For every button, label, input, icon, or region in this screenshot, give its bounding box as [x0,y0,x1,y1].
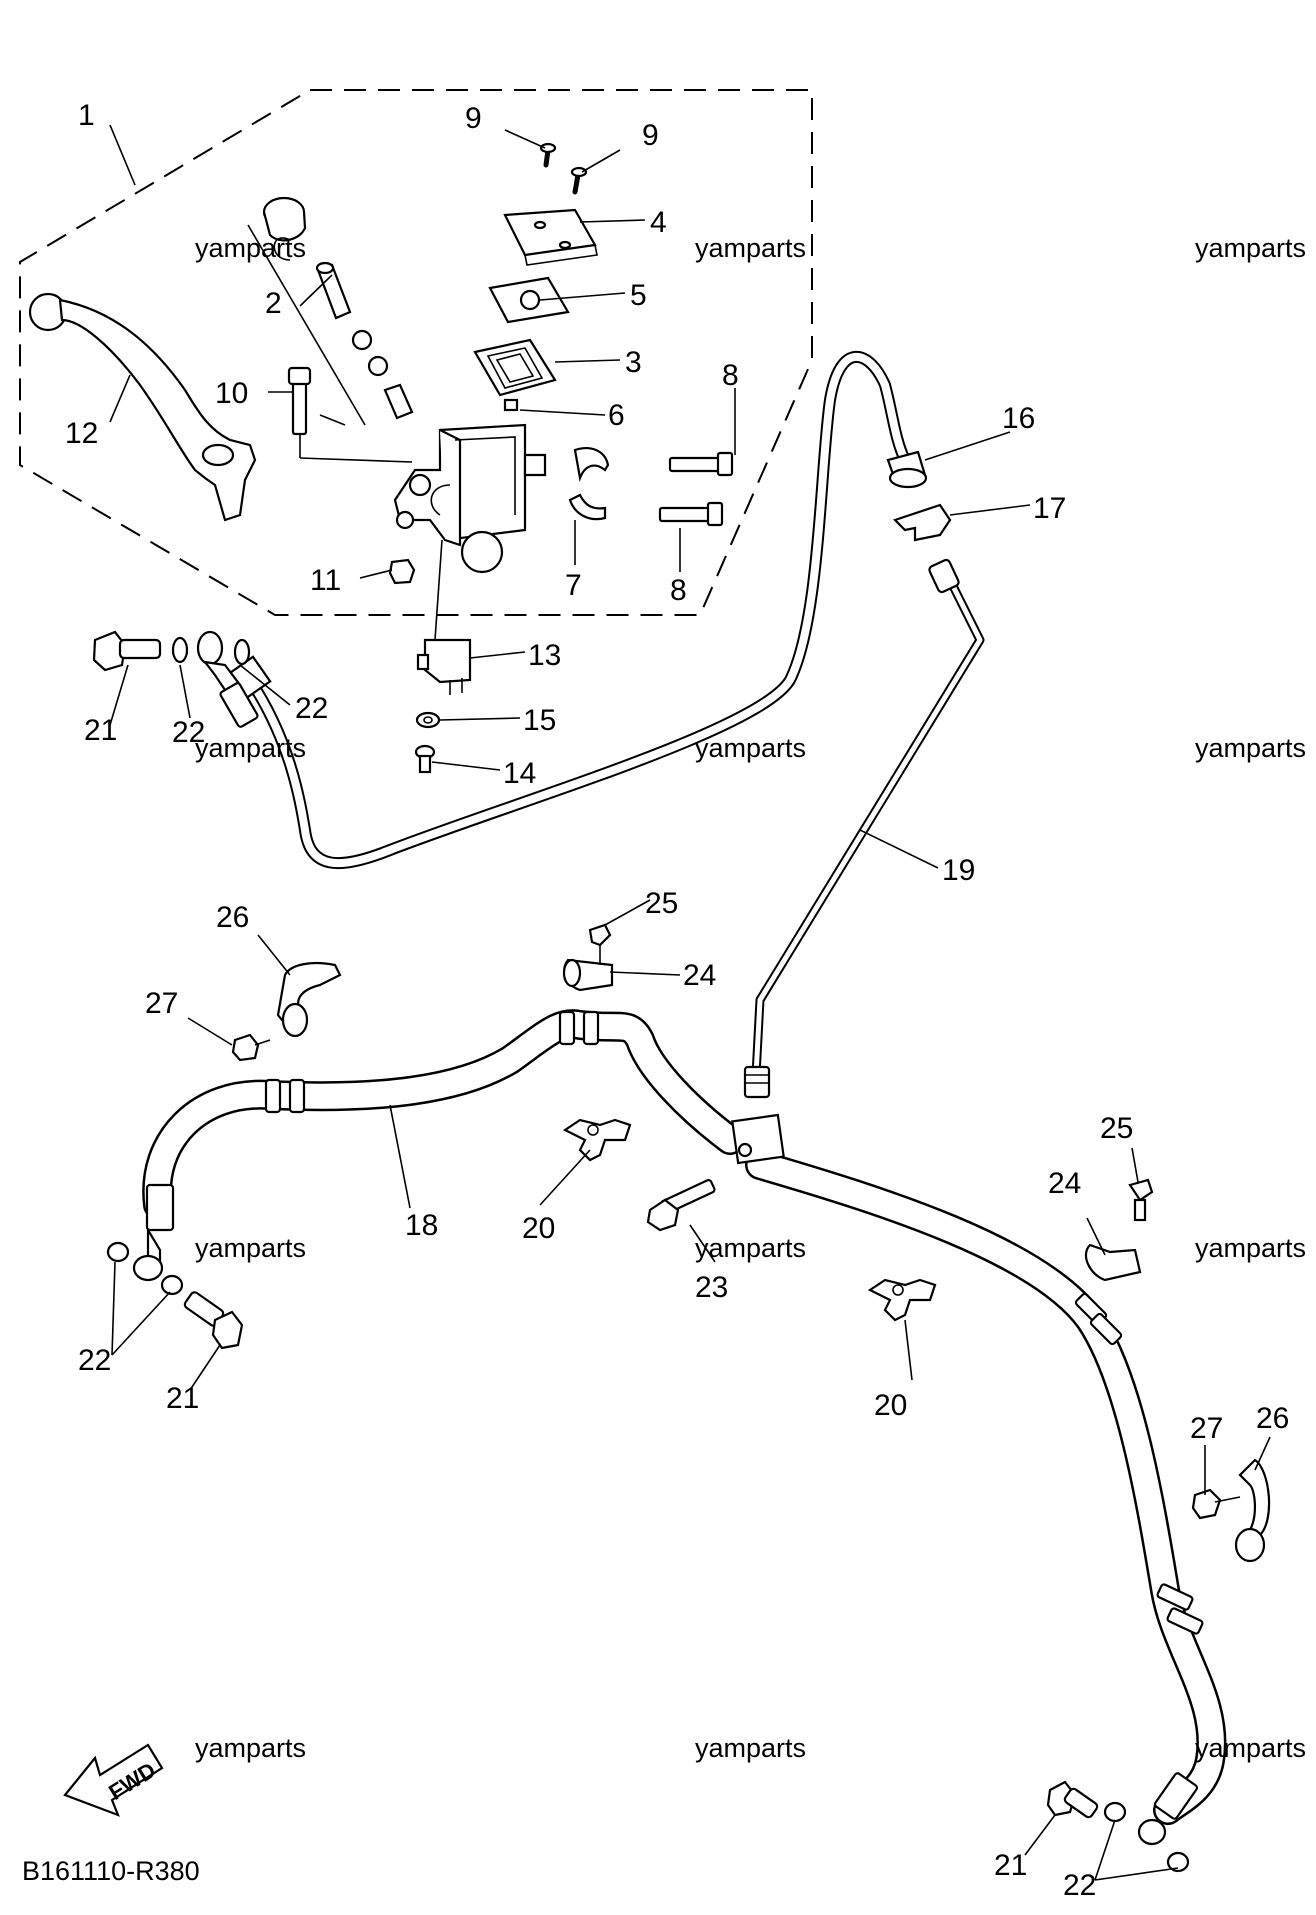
watermark: yamparts [695,1733,806,1763]
piston-kit [247,196,414,426]
watermark: yamparts [195,233,306,263]
callout-26-left: 26 [216,901,249,934]
callout-18: 18 [405,1209,438,1242]
gaskets-left [106,1241,184,1296]
watermarks: yamparts yamparts yamparts yamparts yamp… [195,233,1306,1763]
callout-26-right: 26 [1256,1402,1289,1435]
callout-24-center: 24 [683,959,716,992]
hose-clip [892,503,952,542]
callout-21-left: 21 [166,1382,199,1415]
joint-bolt [646,1179,716,1232]
callout-labels: 1 2 3 4 5 6 7 8 8 9 9 10 11 12 13 14 15 … [65,99,1289,1902]
diaphragm-plate [488,276,570,324]
hose-grommet [886,450,928,489]
watermark: yamparts [1195,233,1306,263]
watermark: yamparts [195,733,306,763]
callout-4: 4 [650,206,667,239]
handlebar-holder [568,447,610,521]
callout-9-left: 9 [465,102,482,135]
callout-15: 15 [523,704,556,737]
reservoir-cap [503,208,598,266]
pivot-nut [388,558,416,585]
watermark: yamparts [1195,1233,1306,1263]
holder-bolts [658,451,734,527]
brake-pipe [743,558,985,1099]
watermark: yamparts [695,1233,806,1263]
callout-23: 23 [695,1271,728,1304]
callout-20-right: 20 [874,1389,907,1422]
callout-13: 13 [528,639,561,672]
hose-guide-left [231,961,342,1062]
master-cylinder-assembly-boundary [19,89,813,616]
callout-1: 1 [78,99,95,132]
watermark: yamparts [695,733,806,763]
callout-27-left: 27 [145,987,178,1020]
callout-10: 10 [215,377,248,410]
callout-6: 6 [608,399,625,432]
callout-24-right: 24 [1048,1167,1081,1200]
union-bolt-upper [92,630,162,672]
hose-holder-left [562,1118,632,1162]
callout-17: 17 [1033,492,1066,525]
callout-27-right: 27 [1190,1412,1223,1445]
callout-25-center: 25 [645,887,678,920]
watermark: yamparts [195,1733,306,1763]
brake-hose-left [132,1009,745,1282]
callout-22-upper-left: 22 [172,716,205,749]
callout-19: 19 [942,854,975,887]
hose-guide-right [1191,1458,1271,1563]
callout-22-right: 22 [1063,1869,1096,1902]
union-bolt-left [183,1291,244,1350]
switch-washer [415,711,441,729]
callout-3: 3 [625,346,642,379]
union-bolt-right [1046,1780,1099,1819]
callout-7: 7 [565,569,582,602]
clamp-center [562,923,614,992]
callout-2: 2 [265,287,282,320]
leader-lines [109,124,1271,1881]
clamp-right [1084,1178,1154,1282]
three-way-joint [646,1113,785,1232]
watermark: yamparts [1195,1733,1306,1763]
callout-14: 14 [503,757,536,790]
callout-5: 5 [630,279,647,312]
watermark: yamparts [1195,733,1306,763]
callout-8-upper: 8 [722,359,739,392]
callout-9-right: 9 [642,119,659,152]
brake-hose-right [745,1150,1227,1846]
brake-lever [28,292,257,522]
gaskets-right [1103,1801,1190,1873]
banjo-fitting-upper [196,630,259,728]
callout-22-left: 22 [78,1344,111,1377]
watermark: yamparts [195,1233,306,1263]
hose-holder-right [867,1278,937,1322]
callout-11: 11 [310,564,341,597]
callout-25-right: 25 [1100,1112,1133,1145]
switch-screw [414,744,436,774]
callout-16: 16 [1002,402,1035,435]
float [503,398,519,412]
callout-21-upper: 21 [84,714,117,747]
diaphragm [473,338,557,397]
watermark: yamparts [695,233,806,263]
fwd-arrow: FWD [63,1743,164,1817]
callout-8-lower: 8 [670,574,687,607]
master-cylinder [393,423,547,574]
pivot-bolt [287,366,413,463]
callout-22-upper-right: 22 [295,692,328,725]
callout-21-right: 21 [994,1849,1027,1882]
brake-light-switch [416,539,472,695]
callout-12: 12 [65,417,98,450]
cap-screws [539,142,588,195]
diagram-code: B161110-R380 [22,1856,200,1886]
callout-20-left: 20 [522,1212,555,1245]
master-cylinder-hose [220,350,911,870]
gaskets-upper [171,636,251,666]
